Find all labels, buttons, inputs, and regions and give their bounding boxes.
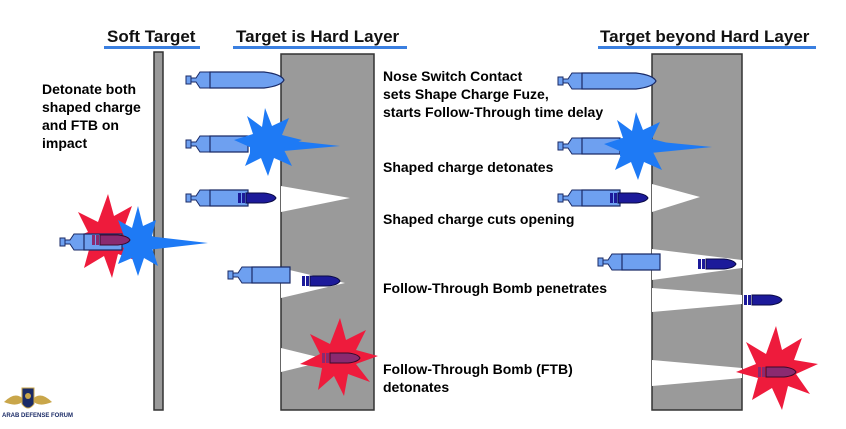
header-hard-layer: Target is Hard Layer xyxy=(236,27,400,46)
beyond-tunnel-3 xyxy=(652,288,742,312)
munition-detonate xyxy=(185,135,249,153)
soft-note-line-2: shaped charge xyxy=(42,99,141,115)
beyond-tunnel-2 xyxy=(652,249,742,280)
soft-target-wall xyxy=(153,51,164,411)
underline-hard-layer xyxy=(233,46,407,49)
step-4-line-1: Follow-Through Bomb penetrates xyxy=(383,280,607,296)
underline-soft-target xyxy=(104,46,200,49)
soft-jet xyxy=(130,234,208,252)
step-1-line-2: sets Shape Charge Fuze, xyxy=(383,86,549,102)
ftb-detonate-beyond xyxy=(757,366,797,378)
ftb-beyond-exit xyxy=(743,294,783,306)
munition-contact xyxy=(185,71,285,89)
blue-blast-hard xyxy=(234,108,302,176)
ftb-inside xyxy=(237,192,277,204)
header-soft-target: Soft Target xyxy=(107,27,196,46)
munition-contact-beyond xyxy=(557,72,657,90)
step-1-line-1: Nose Switch Contact xyxy=(383,68,523,84)
soft-note-line-1: Detonate both xyxy=(42,81,137,97)
underline-beyond-hard-layer xyxy=(598,46,816,49)
munition-penetrate-beyond xyxy=(597,253,661,271)
soft-note-line-3: and FTB on xyxy=(42,117,119,133)
step-5-line-1: Follow-Through Bomb (FTB) xyxy=(383,361,573,377)
cut-opening-3 xyxy=(281,348,330,372)
forum-logo xyxy=(4,387,52,409)
cut-opening-1 xyxy=(281,186,350,212)
blue-blast-beyond xyxy=(604,112,672,180)
munition-penetrate xyxy=(227,266,291,284)
beyond-hard-layer-wall xyxy=(651,53,743,411)
soft-note-line-4: impact xyxy=(42,135,88,151)
step-3-line-1: Shaped charge cuts opening xyxy=(383,211,575,227)
ftb-inside-beyond xyxy=(609,192,649,204)
step-5-line-2: detonates xyxy=(383,379,450,395)
ftb-detonate-hard xyxy=(321,352,361,364)
ftb-penetrate-beyond xyxy=(697,258,737,270)
beyond-cut-opening-1 xyxy=(652,184,700,212)
step-2-line-1: Shaped charge detonates xyxy=(383,159,554,175)
beyond-tunnel-4 xyxy=(652,360,742,386)
step-1-line-3: starts Follow-Through time delay xyxy=(383,104,604,120)
logo-caption: ARAB DEFENSE FORUM xyxy=(2,413,74,419)
ftb-soft xyxy=(91,234,131,246)
ftb-penetrate xyxy=(301,275,341,287)
header-beyond-hard-layer: Target beyond Hard Layer xyxy=(600,27,810,46)
